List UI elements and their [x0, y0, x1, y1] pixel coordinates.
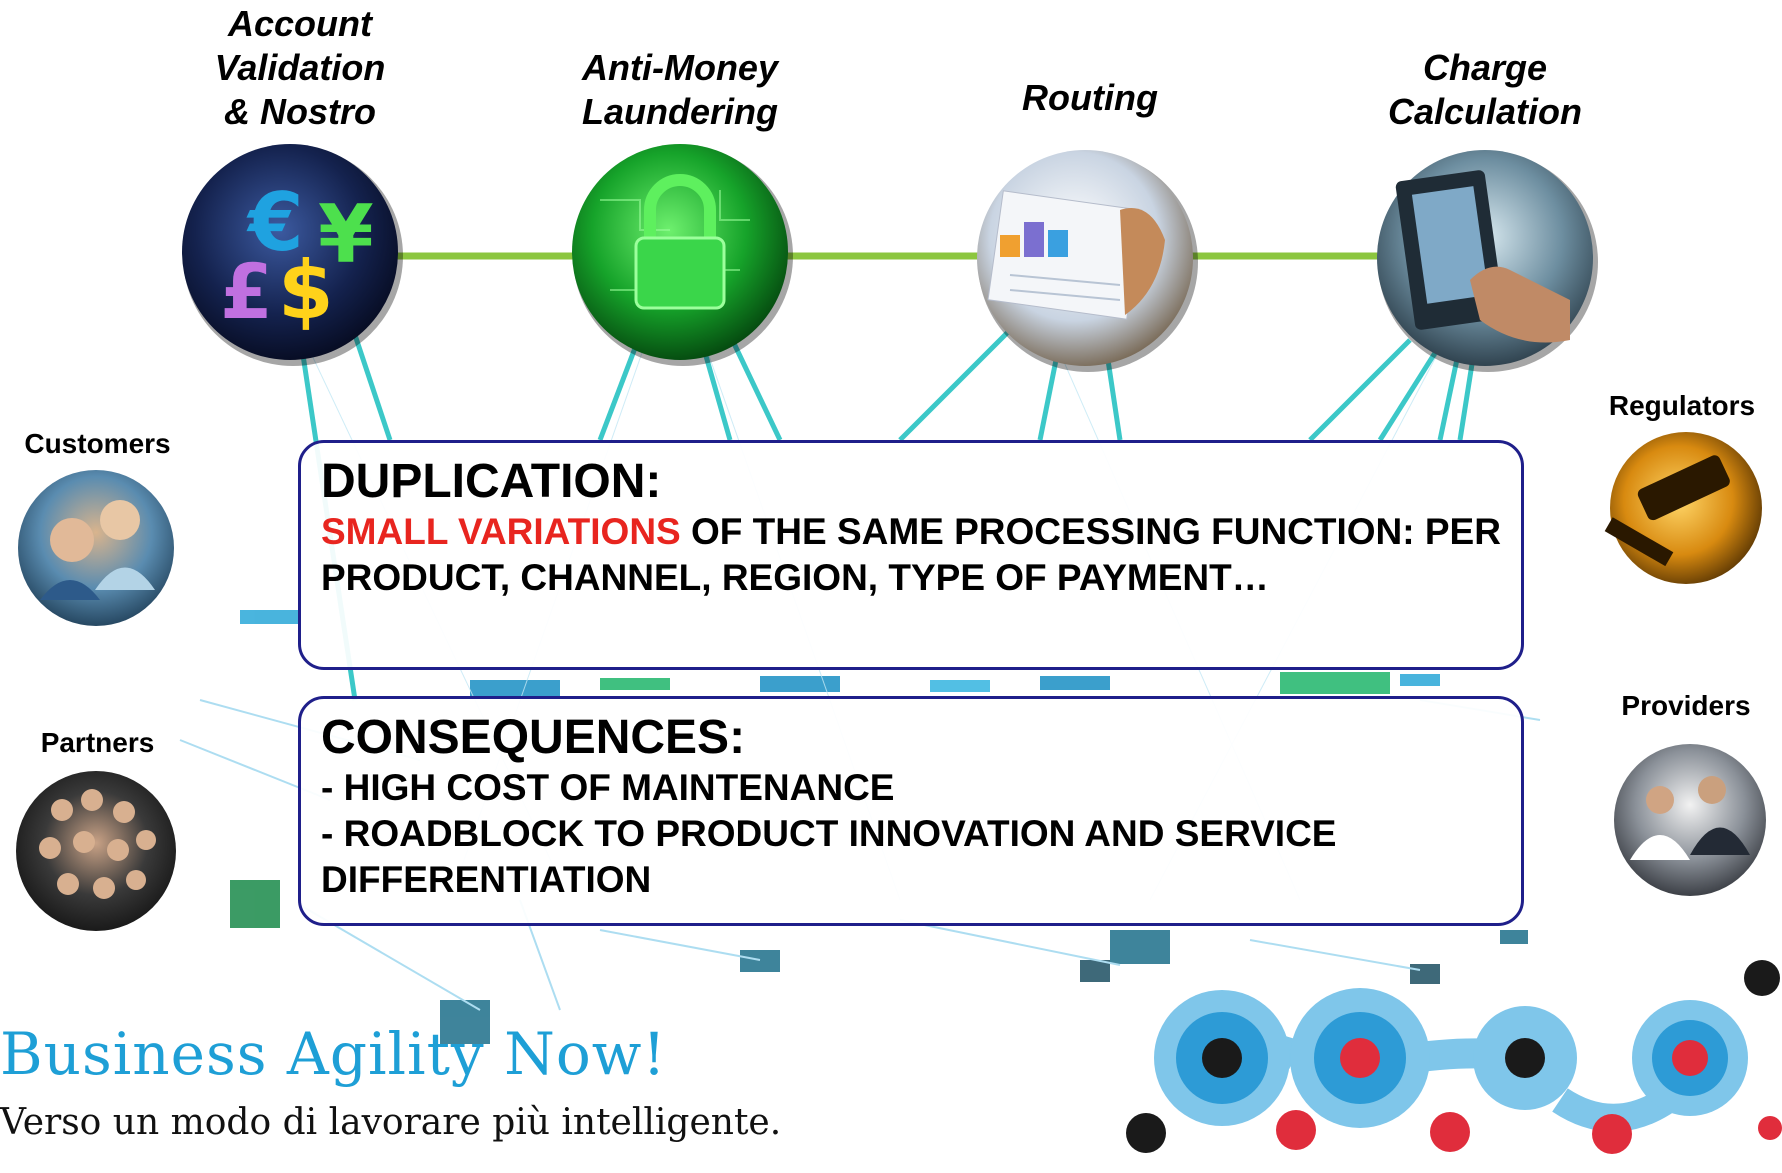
- regulators-label: Regulators: [1608, 390, 1756, 421]
- function-title-routing: Routing: [1022, 77, 1158, 118]
- duplication-heading: DUPLICATION:: [321, 455, 662, 508]
- duplication-text: SMALL VARIATIONS OF THE SAME PROCESSING …: [321, 509, 1501, 601]
- customers-photo-icon: [18, 470, 174, 626]
- duplication-callout: DUPLICATION: SMALL VARIATIONS OF THE SAM…: [298, 440, 1524, 670]
- regulators-gavel-icon: [1604, 432, 1762, 584]
- duplication-highlight: SMALL VARIATIONS: [321, 511, 681, 552]
- svg-text:$: $: [278, 244, 334, 337]
- providers-photo-icon: [1614, 744, 1766, 896]
- touchscreen-icon: [1377, 150, 1598, 372]
- partners-label: Partners: [40, 727, 155, 758]
- providers-label: Providers: [1621, 690, 1751, 721]
- consequence-item: - HIGH COST OF MAINTENANCE: [321, 767, 895, 808]
- consequence-item: - ROADBLOCK TO PRODUCT INNOVATION AND SE…: [321, 813, 1337, 900]
- svg-text:€: €: [246, 176, 304, 269]
- lock-icon: [572, 144, 793, 366]
- partners-photo-icon: [16, 771, 176, 931]
- function-title-anti-money-laundering: Anti-Money Laundering: [582, 47, 778, 132]
- function-title-account-validation: Account Validation & Nostro: [214, 3, 386, 132]
- duplication-body: OF THE SAME PROCESSING FUNCTION: PER PRO…: [321, 511, 1501, 598]
- chart-screen-icon: [977, 150, 1198, 372]
- function-title-charge-calculation: Charge Calculation: [1387, 47, 1583, 132]
- consequences-heading: CONSEQUENCES:: [321, 711, 746, 764]
- customers-label: Customers: [24, 428, 171, 459]
- brand-subtitle: Verso un modo di lavorare più intelligen…: [0, 1102, 782, 1143]
- svg-text:¥: ¥: [318, 188, 374, 281]
- brand-bubbles-graphic: [1126, 960, 1782, 1154]
- currency-icon: € ¥ £ $: [182, 144, 403, 366]
- consequences-callout: CONSEQUENCES: - HIGH COST OF MAINTENANCE…: [298, 696, 1524, 926]
- brand-title: Business Agility Now!: [0, 1020, 667, 1088]
- svg-text:£: £: [220, 247, 273, 336]
